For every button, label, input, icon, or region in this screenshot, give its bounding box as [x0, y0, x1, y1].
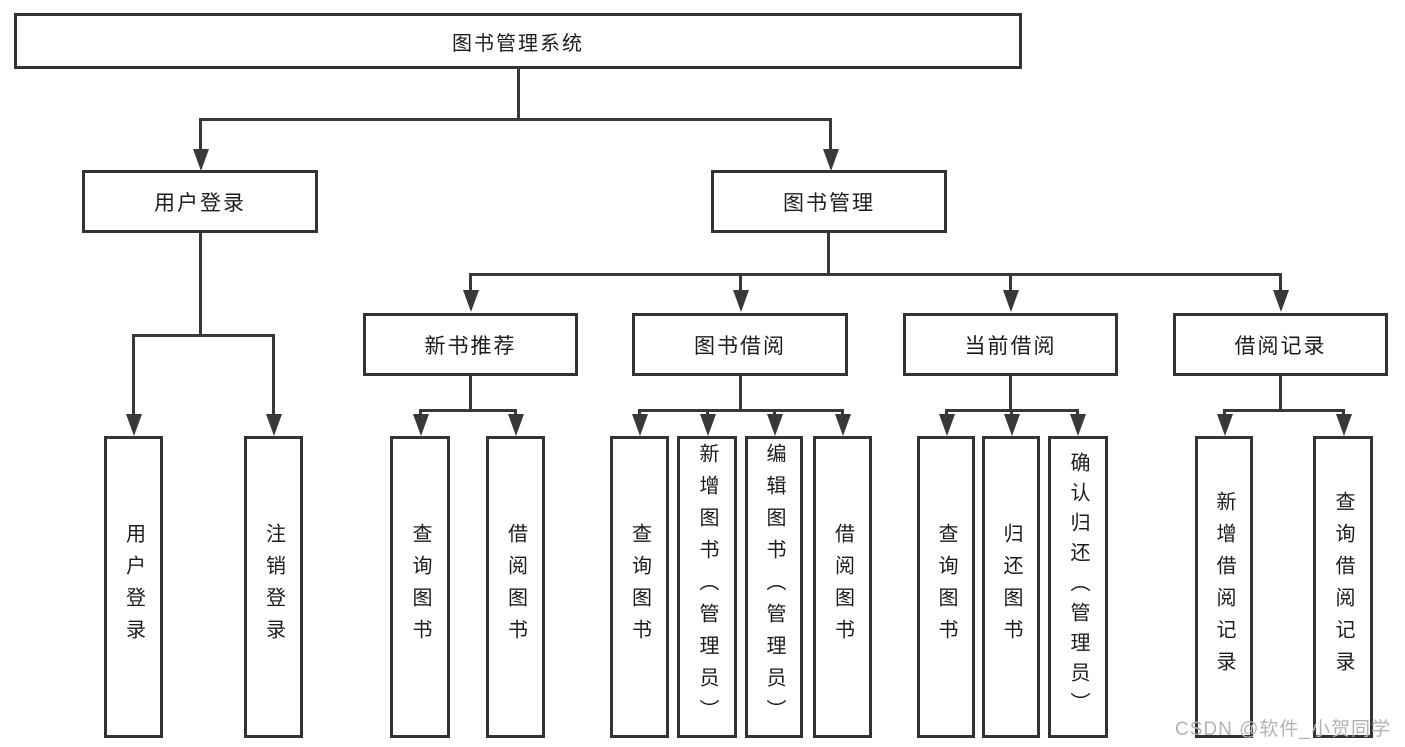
- leaf-label: 查询图书: [628, 523, 651, 651]
- arrow-new-book-leaf-2: [507, 409, 524, 436]
- leaf-label: 编辑图书（管理员）: [763, 443, 785, 731]
- leaf-borrow-query-books: 查询图书: [610, 436, 669, 738]
- connector-new-book-branch: [419, 409, 517, 412]
- arrow-book-borrow-leaf-1: [631, 409, 648, 436]
- arrow-to-leaf-login: [125, 334, 142, 436]
- leaf-borrow-borrow-books: 借阅图书: [813, 436, 872, 738]
- connector-user-login-stem: [199, 233, 202, 337]
- arrow-to-book-borrow: [732, 273, 749, 312]
- leaf-label: 查询借阅记录: [1332, 491, 1354, 683]
- leaf-label: 借阅图书: [504, 523, 527, 651]
- leaf-label: 查询图书: [935, 523, 957, 651]
- arrow-current-borrow-leaf-3: [1069, 409, 1086, 436]
- node-current-borrow: 当前借阅: [903, 313, 1118, 376]
- leaf-newbook-borrow-books: 借阅图书: [486, 436, 545, 738]
- arrow-new-book-leaf-1: [412, 409, 429, 436]
- node-label: 新书推荐: [424, 334, 517, 358]
- leaf-label: 新增借阅记录: [1213, 491, 1235, 683]
- node-label: 借阅记录: [1234, 334, 1327, 358]
- node-label: 图书借阅: [694, 334, 786, 358]
- leaf-newbook-query-books: 查询图书: [390, 436, 450, 738]
- csdn-watermark: CSDN @软件_小贺同学: [1175, 719, 1391, 740]
- arrow-to-book-mgmt: [822, 118, 839, 171]
- arrow-book-borrow-leaf-4: [834, 409, 851, 436]
- arrow-book-borrow-leaf-3: [766, 409, 783, 436]
- node-label: 图书管理: [783, 191, 875, 215]
- connector-root-branch: [199, 118, 832, 121]
- node-book-management: 图书管理: [711, 170, 947, 233]
- node-borrow-record: 借阅记录: [1173, 313, 1388, 376]
- connector-new-book-stem: [469, 376, 472, 412]
- leaf-user-login: 用户登录: [104, 436, 163, 738]
- leaf-label: 新增图书（管理员）: [696, 443, 718, 731]
- arrow-to-new-book-rec: [462, 273, 479, 312]
- arrow-borrow-record-leaf-1: [1216, 409, 1233, 436]
- leaf-label: 确认归还（管理员）: [1067, 452, 1089, 722]
- arrow-borrow-record-leaf-2: [1335, 409, 1352, 436]
- node-new-book-recommend: 新书推荐: [363, 313, 578, 376]
- leaf-current-query-books: 查询图书: [917, 436, 975, 738]
- arrow-to-borrow-record: [1272, 273, 1289, 312]
- connector-book-mgmt-stem: [827, 233, 830, 276]
- arrow-current-borrow-leaf-2: [1003, 409, 1020, 436]
- node-label: 用户登录: [154, 191, 246, 215]
- connector-current-borrow-stem: [1009, 376, 1012, 412]
- leaf-logout: 注销登录: [244, 436, 303, 738]
- arrow-to-current-borrow: [1002, 273, 1019, 312]
- node-root-library-system: 图书管理系统: [14, 13, 1022, 69]
- arrow-book-borrow-leaf-2: [699, 409, 716, 436]
- leaf-record-query-borrow-record: 查询借阅记录: [1313, 436, 1373, 738]
- arrow-to-user-login: [192, 118, 209, 171]
- leaf-label: 注销登录: [262, 523, 285, 651]
- leaf-current-confirm-return-admin: 确认归还（管理员）: [1048, 436, 1108, 738]
- leaf-label: 归还图书: [1000, 523, 1022, 651]
- node-label: 当前借阅: [964, 334, 1057, 358]
- arrow-current-borrow-leaf-1: [938, 409, 955, 436]
- arrow-to-leaf-logout: [265, 334, 282, 436]
- leaf-record-add-borrow-record: 新增借阅记录: [1195, 436, 1253, 738]
- leaf-label: 查询图书: [409, 523, 431, 651]
- connector-root-stem: [517, 67, 520, 121]
- connector-borrow-record-stem: [1279, 376, 1282, 412]
- connector-book-borrow-stem: [739, 376, 742, 412]
- connector-user-login-branch: [132, 334, 275, 337]
- connector-book-borrow-branch: [638, 409, 844, 412]
- leaf-label: 借阅图书: [831, 523, 854, 651]
- connector-borrow-record-branch: [1223, 409, 1345, 412]
- leaf-label: 用户登录: [122, 523, 145, 651]
- leaf-borrow-edit-books-admin: 编辑图书（管理员）: [745, 436, 803, 738]
- node-label: 图书管理系统: [452, 32, 584, 55]
- node-user-login: 用户登录: [82, 170, 318, 233]
- connector-book-mgmt-branch: [469, 273, 1282, 276]
- node-book-borrow: 图书借阅: [632, 313, 848, 376]
- leaf-borrow-add-books-admin: 新增图书（管理员）: [677, 436, 737, 738]
- leaf-current-return-books: 归还图书: [982, 436, 1040, 738]
